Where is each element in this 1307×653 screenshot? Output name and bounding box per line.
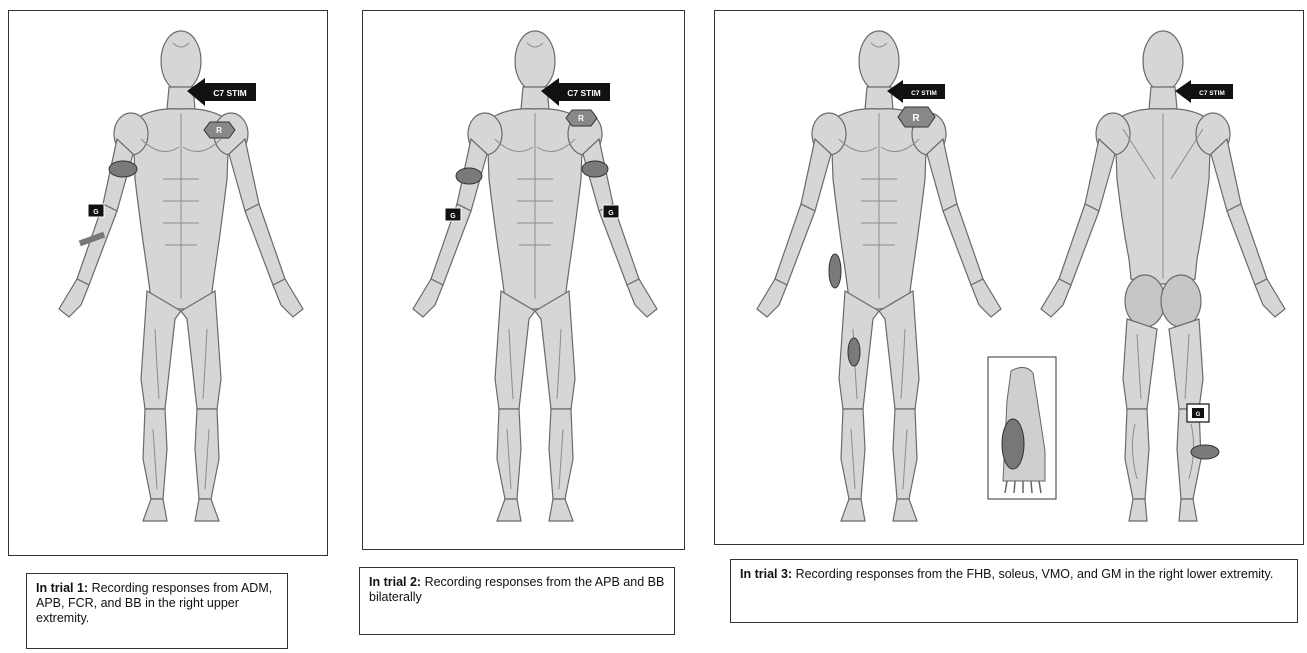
trial-1-panel: C7 STIM R G	[8, 10, 328, 556]
reference-electrode: R	[204, 122, 235, 138]
reference-electrode: R	[898, 107, 935, 127]
trial-3-panel: C7 STIM C7 STIM R G	[714, 10, 1304, 545]
active-electrode-right: G	[445, 208, 461, 221]
c7-stim-arrow: C7 STIM	[541, 78, 610, 106]
reference-electrode: R	[566, 110, 597, 126]
trial-3-figure: C7 STIM C7 STIM R G	[715, 11, 1305, 546]
c7-stim-label: C7 STIM	[567, 88, 601, 98]
c7-stim-arrow-front: C7 STIM	[887, 80, 945, 103]
foot-inset	[988, 357, 1056, 499]
c7-stim-label: C7 STIM	[213, 88, 247, 98]
c7-stim-arrow-back: C7 STIM	[1175, 80, 1233, 103]
active-electrode: G	[88, 204, 104, 217]
trial-2-caption-title: In trial 2:	[369, 575, 421, 589]
reference-label: R	[216, 126, 222, 135]
trial-2-caption: In trial 2: Recording responses from the…	[359, 567, 675, 635]
trial-3-caption-text: Recording responses from the FHB, soleus…	[796, 567, 1274, 581]
trial-1-caption: In trial 1: Recording responses from ADM…	[26, 573, 288, 649]
soleus-electrode	[1191, 445, 1219, 459]
fhb-electrode	[1002, 419, 1024, 469]
reference-label: R	[912, 113, 920, 124]
c7-stim-label: C7 STIM	[1199, 90, 1225, 97]
active-electrode: G	[1187, 404, 1209, 422]
active-electrode-label: G	[608, 210, 614, 217]
reference-label: R	[578, 114, 584, 123]
trial-2-panel: C7 STIM R G G	[362, 10, 685, 550]
active-electrode-label: G	[93, 209, 99, 216]
active-electrode-left: G	[603, 205, 619, 218]
bb-electrode	[109, 161, 137, 177]
trial-1-caption-title: In trial 1:	[36, 581, 88, 595]
trial-2-figure: C7 STIM R G G	[363, 11, 686, 551]
bb-electrode-right	[456, 168, 482, 184]
trial-3-caption: In trial 3: Recording responses from the…	[730, 559, 1298, 623]
active-electrode-label: G	[1196, 412, 1201, 418]
c7-stim-label: C7 STIM	[911, 90, 937, 97]
vmo-electrode	[829, 254, 841, 288]
active-electrode-label: G	[450, 213, 456, 220]
bb-electrode-left	[582, 161, 608, 177]
trial-1-figure: C7 STIM R G	[9, 11, 329, 557]
thigh-electrode	[848, 338, 860, 366]
c7-stim-arrow: C7 STIM	[187, 78, 256, 106]
trial-3-caption-title: In trial 3:	[740, 567, 792, 581]
